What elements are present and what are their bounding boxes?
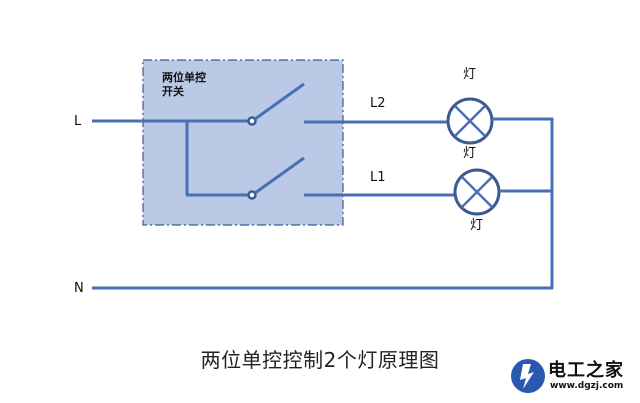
switch-pivot-top — [247, 116, 257, 126]
lightning-bolt-icon — [511, 359, 545, 393]
switch-blade-top — [254, 82, 305, 121]
lamp-top-label-below: 灯 — [463, 146, 477, 161]
watermark-url: www.dgzj.com — [550, 381, 624, 391]
label-l2: L2 — [370, 96, 386, 111]
lamp-bottom-label: 灯 — [470, 218, 484, 233]
switch-box-label-line1: 两位单控 — [162, 71, 206, 84]
switch-box-label: 两位单控 开关 — [162, 71, 206, 99]
lamp-top-label: 灯 — [463, 67, 477, 82]
watermark-logo: 电工之家 www.dgzj.com — [508, 356, 638, 400]
switch-box-label-line2: 开关 — [162, 85, 184, 98]
diagram-title: 两位单控控制2个灯原理图 — [200, 348, 440, 372]
lamp-bottom-icon — [453, 168, 501, 216]
label-neutral: N — [74, 281, 84, 296]
label-l1: L1 — [370, 170, 386, 185]
switch-pivot-bottom — [247, 190, 257, 200]
watermark-name: 电工之家 — [548, 360, 624, 381]
label-live: L — [74, 114, 82, 129]
switch-blade-bottom — [254, 156, 305, 195]
switch-box — [142, 59, 344, 226]
lamp-top-icon — [446, 97, 494, 145]
